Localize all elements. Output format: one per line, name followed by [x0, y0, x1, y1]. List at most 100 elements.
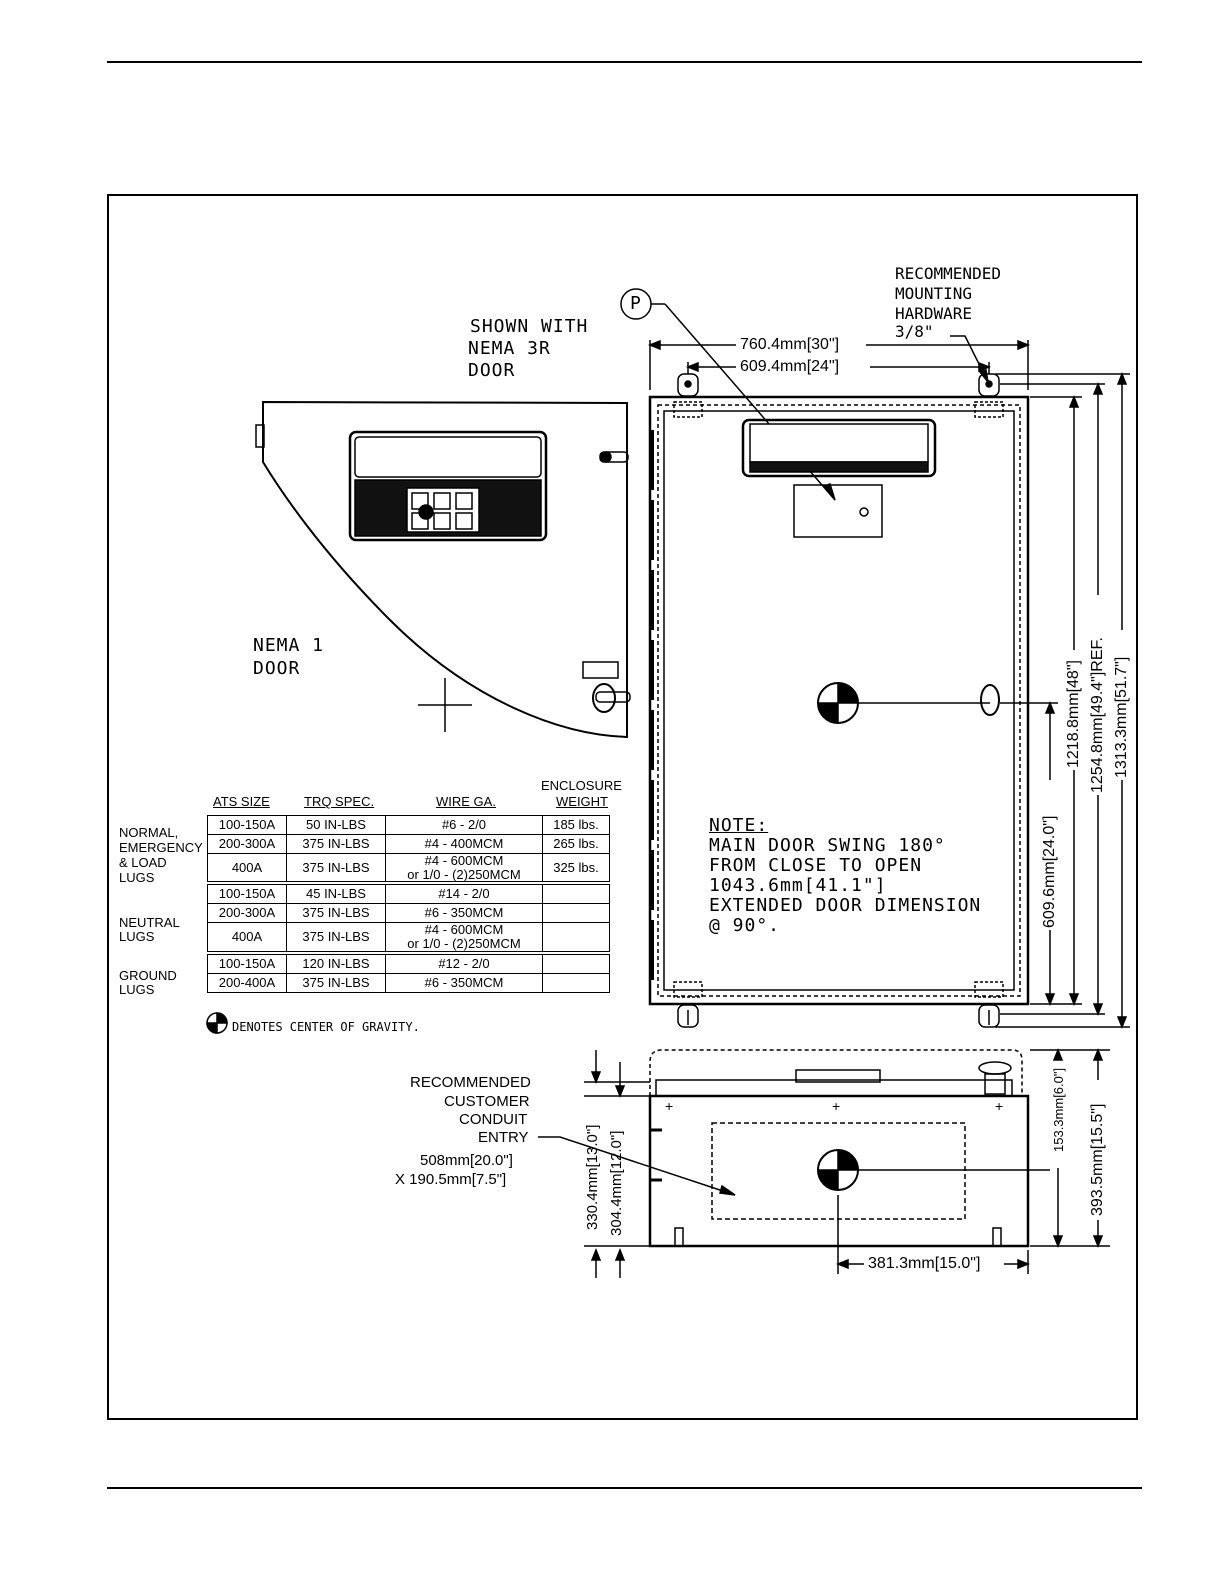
dim-1313: 1313.3mm[51.7"]	[1113, 656, 1130, 778]
group-normal-2: EMERGENCY	[119, 840, 203, 855]
mounting-line-3: HARDWARE	[895, 304, 973, 323]
table-row: 200-300A 375 IN-LBS #6 - 350MCM	[207, 903, 610, 924]
cell-trq: 120 IN-LBS	[286, 950, 386, 974]
cell-trq: 375 IN-LBS	[286, 972, 386, 993]
cell-weight: 185 lbs.	[542, 815, 610, 835]
cell-ats: 400A	[207, 922, 287, 954]
nema3r-label: NEMA 3R	[468, 338, 551, 359]
header-enclosure: ENCLOSURE	[541, 778, 622, 793]
cell-weight	[542, 881, 610, 905]
cell-trq: 375 IN-LBS	[286, 922, 386, 954]
nema1-label: NEMA 1	[253, 635, 325, 656]
svg-text:+: +	[832, 1098, 840, 1114]
cog-symbol-legend	[206, 1012, 228, 1034]
cell-weight	[542, 903, 610, 924]
note-line-4: EXTENDED DOOR DIMENSION	[709, 895, 982, 916]
nema3r-door-label: DOOR	[468, 360, 516, 381]
group-normal-4: LUGS	[119, 870, 155, 885]
conduit-line-4: ENTRY	[478, 1129, 529, 1146]
group-ground-1: GROUND	[119, 968, 177, 983]
front-enclosure	[648, 373, 1030, 1028]
cell-trq: 50 IN-LBS	[286, 815, 386, 835]
cell-wire-line2: or 1/0 - (2)250MCM	[407, 866, 521, 882]
cell-wire: #14 - 2/0	[385, 881, 543, 905]
cell-wire: #6 - 350MCM	[385, 903, 543, 924]
drawing-frame	[107, 194, 1138, 1420]
dim-330: 330.4mm[13.0"]	[584, 1124, 601, 1230]
conduit-line-2: CUSTOMER	[444, 1093, 530, 1110]
header-trq-spec: TRQ SPEC.	[304, 794, 375, 809]
table-row: 100-150A 45 IN-LBS #14 - 2/0	[207, 881, 610, 905]
p-marker-label: P	[630, 293, 642, 314]
lug-spec-table: 100-150A 50 IN-LBS #6 - 2/0 185 lbs. 200…	[207, 815, 610, 993]
nema1-door-label: DOOR	[253, 658, 301, 679]
note-line-3: 1043.6mm[41.1"]	[709, 875, 887, 896]
conduit-size-2: X 190.5mm[7.5"]	[395, 1171, 507, 1188]
cell-ats: 400A	[207, 853, 287, 884]
cell-ats: 200-400A	[207, 972, 287, 993]
cog-note: DENOTES CENTER OF GRAVITY.	[232, 1020, 420, 1034]
cell-weight	[542, 922, 610, 954]
group-normal-1: NORMAL,	[119, 825, 179, 840]
cell-weight: 325 lbs.	[542, 853, 610, 884]
group-neutral-1: NEUTRAL	[119, 915, 180, 930]
cog-symbol-bottom	[817, 1149, 1050, 1191]
svg-text:+: +	[665, 1098, 673, 1114]
header-weight: WEIGHT	[556, 794, 608, 809]
note-line-1: MAIN DOOR SWING 180°	[709, 835, 946, 856]
dim-1218: 1218.8mm[48"]	[1065, 660, 1082, 768]
bottom-view: + + +	[648, 1049, 1030, 1248]
cell-wire-line1: #4 - 600MCM	[424, 922, 504, 938]
cell-weight	[542, 950, 610, 974]
dim-760: 760.4mm[30"]	[740, 336, 840, 353]
cell-trq: 375 IN-LBS	[286, 853, 386, 884]
cell-ats: 100-150A	[207, 950, 287, 974]
dim-1254: 1254.8mm[49.4"]REF.	[1089, 637, 1106, 793]
conduit-line-1: RECOMMENDED	[410, 1074, 531, 1091]
nema1-door	[255, 400, 631, 739]
note-line-2: FROM CLOSE TO OPEN	[709, 855, 923, 876]
dim-304: 304.4mm[12.0"]	[608, 1130, 625, 1236]
conduit-size-1: 508mm[20.0"]	[420, 1152, 513, 1169]
cog-symbol-front	[817, 682, 990, 724]
cell-wire-line1: #4 - 600MCM	[424, 853, 504, 868]
dim-609-width: 609.4mm[24"]	[740, 358, 840, 375]
svg-text:+: +	[995, 1098, 1003, 1114]
header-rule	[107, 61, 1142, 63]
cell-ats: 200-300A	[207, 834, 287, 854]
table-row: 200-300A 375 IN-LBS #4 - 400MCM 265 lbs.	[207, 834, 610, 854]
cell-wire: #6 - 350MCM	[385, 972, 543, 993]
cell-weight	[542, 972, 610, 993]
table-row: 100-150A 120 IN-LBS #12 - 2/0	[207, 950, 610, 974]
cell-wire-line2: or 1/0 - (2)250MCM	[407, 935, 521, 951]
bottom-dimensions	[584, 1047, 1110, 1278]
group-ground-2: LUGS	[119, 982, 155, 997]
mounting-line-4: 3/8"	[895, 322, 934, 341]
cell-wire: #12 - 2/0	[385, 950, 543, 974]
cell-trq: 375 IN-LBS	[286, 834, 386, 854]
cell-ats: 100-150A	[207, 881, 287, 905]
header-wire-ga: WIRE GA.	[436, 794, 496, 809]
cell-ats: 100-150A	[207, 815, 287, 835]
dim-393: 393.5mm[15.5"]	[1089, 1103, 1106, 1216]
table-row: 100-150A 50 IN-LBS #6 - 2/0 185 lbs.	[207, 815, 610, 835]
mounting-line-1: RECOMMENDED	[895, 264, 1001, 283]
conduit-line-3: CONDUIT	[459, 1111, 528, 1128]
dim-153: 153.3mm[6.0"]	[1051, 1067, 1066, 1152]
note-title: NOTE:	[709, 815, 769, 836]
footer-rule	[107, 1487, 1142, 1489]
cell-trq: 45 IN-LBS	[286, 881, 386, 905]
table-row: 200-400A 375 IN-LBS #6 - 350MCM	[207, 972, 610, 993]
group-neutral-2: LUGS	[119, 929, 155, 944]
shown-with-label: SHOWN WITH	[470, 316, 589, 337]
cell-trq: 375 IN-LBS	[286, 903, 386, 924]
dim-381: 381.3mm[15.0"]	[868, 1255, 981, 1272]
cell-ats: 200-300A	[207, 903, 287, 924]
mounting-line-2: MOUNTING	[895, 284, 973, 303]
dim-609-height: 609.6mm[24.0"]	[1041, 815, 1058, 928]
